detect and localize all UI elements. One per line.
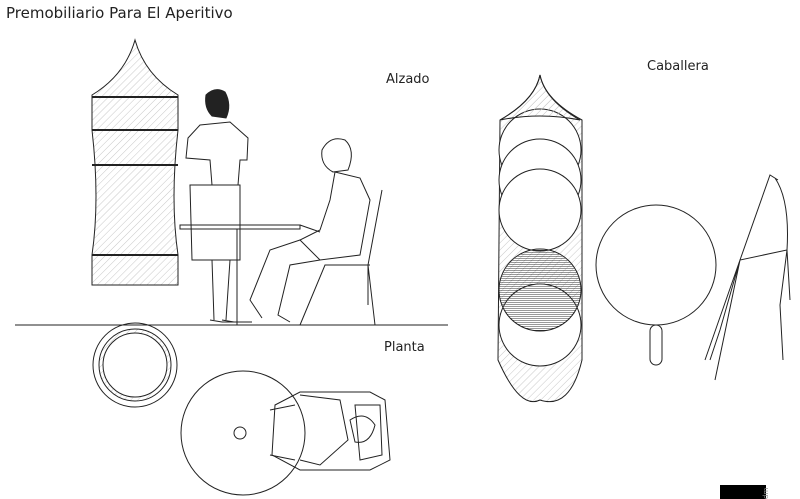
logo-block xyxy=(720,485,766,499)
table-cavalier xyxy=(595,204,717,366)
dark-disc xyxy=(498,248,582,332)
seated-figure xyxy=(249,138,371,323)
drawing-title: Premobiliario Para El Aperitivo xyxy=(6,4,233,22)
chair-cavalier xyxy=(704,174,791,381)
label-cavalier: Caballera xyxy=(647,59,709,74)
tower-plan xyxy=(92,322,178,408)
chair-elevation xyxy=(299,189,383,326)
tower-elevation xyxy=(91,38,179,286)
label-plan: Planta xyxy=(384,340,425,355)
logo-text: dm xyxy=(762,487,770,499)
chair-plan xyxy=(269,391,391,471)
label-elevation: Alzado xyxy=(386,72,430,87)
table-plan xyxy=(180,370,306,496)
standing-figure xyxy=(185,89,249,323)
tower-cavalier xyxy=(497,74,583,402)
